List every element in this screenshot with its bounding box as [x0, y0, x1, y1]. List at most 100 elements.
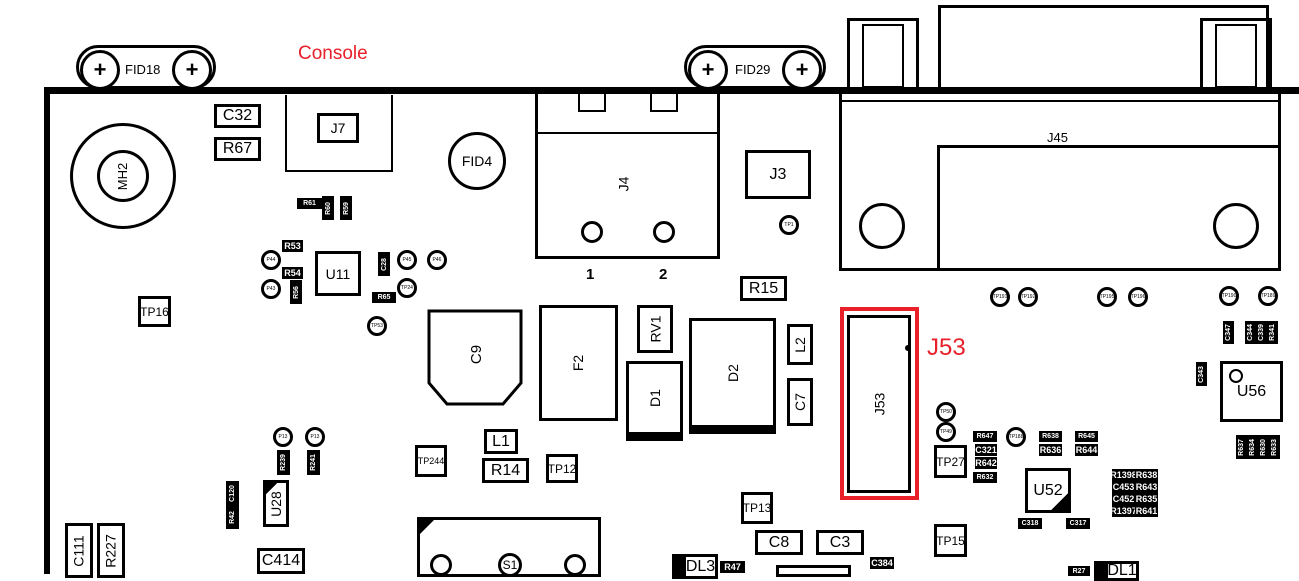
j53-highlight-box[interactable] — [840, 307, 919, 500]
tp-191-test-point[interactable]: TP191 — [990, 287, 1010, 307]
r53-pad[interactable]: R53 — [282, 240, 303, 252]
c32-component[interactable]: C32 — [214, 104, 261, 128]
c339-pad[interactable]: C339 — [1256, 321, 1267, 344]
c120-pad[interactable]: C120 — [226, 481, 239, 506]
l2-component[interactable]: L2 — [787, 324, 813, 365]
tp-196-test-point[interactable]: TP196 — [1128, 287, 1148, 307]
tp-50-test-point[interactable]: TP50 — [936, 402, 956, 422]
r65-pad[interactable]: R65 — [372, 292, 396, 303]
r61-pad[interactable]: R61 — [297, 198, 322, 209]
r645-pad[interactable]: R645 — [1075, 431, 1098, 442]
rv1-component[interactable]: RV1 — [637, 305, 673, 353]
c347-pad[interactable]: C347 — [1223, 321, 1234, 344]
u56-component[interactable]: U56 — [1220, 361, 1283, 422]
u11-component[interactable]: U11 — [315, 251, 361, 296]
r634-pad[interactable]: R634 — [1247, 435, 1258, 459]
r239-pad[interactable]: R239 — [277, 450, 290, 475]
board-edge-left — [44, 87, 50, 574]
c317-pad[interactable]: C317 — [1066, 518, 1090, 529]
u52-component[interactable]: U52 — [1025, 468, 1071, 513]
r14-component[interactable]: R14 — [482, 458, 529, 483]
r638a-pad[interactable]: R638 — [1039, 431, 1062, 442]
r227-component[interactable]: R227 — [97, 523, 125, 578]
c3-component[interactable]: C3 — [816, 530, 864, 555]
j4-connector[interactable] — [535, 88, 720, 259]
tp-189-test-point[interactable]: TP189 — [1258, 286, 1278, 306]
r47-pad[interactable]: R47 — [720, 561, 745, 573]
c453-pad[interactable]: C453 — [1112, 481, 1135, 493]
r42-pad[interactable]: R42 — [226, 505, 239, 529]
tp16-component[interactable]: TP16 — [138, 296, 171, 327]
u28-component[interactable]: U28 — [263, 480, 289, 527]
r636-pad[interactable]: R636 — [1039, 444, 1062, 456]
r60-pad[interactable]: R60 — [322, 196, 334, 220]
tp-p13a-test-point[interactable]: P13 — [273, 427, 293, 447]
tp-53-test-point[interactable]: TP53 — [367, 316, 387, 336]
j45-line — [839, 100, 1281, 102]
r241-pad[interactable]: R241 — [307, 450, 320, 475]
c414-component[interactable]: C414 — [257, 548, 305, 574]
c318-pad[interactable]: C318 — [1018, 518, 1042, 529]
r641-pad[interactable]: R641 — [1135, 505, 1158, 517]
tp-188-test-point[interactable]: TP188 — [1006, 427, 1026, 447]
c344-pad[interactable]: C344 — [1245, 321, 1256, 344]
tp-1-test-point[interactable]: TP1 — [779, 215, 799, 235]
c452-pad[interactable]: C452 — [1112, 493, 1135, 505]
u11-label: U11 — [325, 265, 351, 282]
dl3-component[interactable]: DL3 — [672, 554, 718, 579]
c453-label: C453 — [1112, 482, 1135, 492]
c111-component[interactable]: C111 — [65, 523, 93, 578]
c384-pad[interactable]: C384 — [870, 557, 894, 569]
tp-49-test-point[interactable]: TP49 — [936, 422, 956, 442]
tp-p46-test-point[interactable]: P46 — [427, 250, 447, 270]
c28-pad[interactable]: C28 — [378, 252, 390, 276]
d2-component[interactable]: D2 — [689, 318, 776, 434]
r341-pad[interactable]: R341 — [1267, 321, 1278, 344]
j3-label: J3 — [769, 165, 787, 183]
r14-label: R14 — [490, 461, 521, 479]
tp-192-test-point[interactable]: TP192 — [1018, 287, 1038, 307]
r1397-pad[interactable]: R1397 — [1112, 505, 1135, 517]
r642-pad[interactable]: R642 — [975, 457, 997, 469]
tp12-component[interactable]: TP12 — [546, 454, 578, 483]
tp-p45-test-point[interactable]: P45 — [397, 250, 417, 270]
r630-pad[interactable]: R630 — [1258, 435, 1269, 459]
r644-pad[interactable]: R644 — [1075, 444, 1098, 456]
tp-24-test-point[interactable]: TP24 — [397, 278, 417, 298]
r15-component[interactable]: R15 — [740, 276, 787, 301]
tp-195-test-point[interactable]: TP195 — [1097, 287, 1117, 307]
r27-pad[interactable]: R27 — [1068, 566, 1090, 576]
r59-pad[interactable]: R59 — [340, 196, 352, 220]
r56-pad[interactable]: R56 — [290, 280, 302, 304]
tp27-component[interactable]: TP27 — [934, 445, 967, 478]
r633-pad[interactable]: R633 — [1269, 435, 1280, 459]
tp13-component[interactable]: TP13 — [741, 492, 773, 524]
tp-p44-test-point[interactable]: P44 — [261, 250, 281, 270]
c321-pad[interactable]: C321 — [975, 444, 997, 456]
l1-component[interactable]: L1 — [484, 429, 518, 454]
j3-component[interactable]: J3 — [745, 150, 811, 199]
r632-pad[interactable]: R632 — [973, 472, 997, 483]
r635-pad[interactable]: R635 — [1135, 493, 1158, 505]
j7-component[interactable]: J7 — [317, 113, 359, 143]
c8-component[interactable]: C8 — [755, 530, 803, 555]
dl1-component[interactable]: DL1 — [1094, 561, 1139, 581]
r1398-pad[interactable]: R1398 — [1112, 469, 1135, 481]
r637-pad[interactable]: R637 — [1236, 435, 1247, 459]
r638b-pad[interactable]: R638 — [1135, 469, 1158, 481]
c343-pad[interactable]: C343 — [1196, 362, 1207, 386]
r643-pad[interactable]: R643 — [1135, 481, 1158, 493]
tp244-component[interactable]: TP244 — [415, 445, 447, 477]
r647-pad[interactable]: R647 — [973, 431, 997, 442]
j53-component[interactable]: J53 — [847, 315, 911, 493]
f2-component[interactable]: F2 — [539, 305, 618, 421]
tp15-component[interactable]: TP15 — [934, 524, 967, 557]
d1-component[interactable]: D1 — [626, 361, 683, 441]
tp-p13b-test-point[interactable]: P13 — [305, 427, 325, 447]
r54-pad[interactable]: R54 — [282, 267, 303, 279]
tp12-label: TP12 — [547, 461, 577, 476]
r67-component[interactable]: R67 — [214, 137, 261, 161]
c7-component[interactable]: C7 — [787, 378, 813, 426]
tp-190-test-point[interactable]: TP190 — [1219, 286, 1239, 306]
tp-p43-test-point[interactable]: P43 — [261, 279, 281, 299]
